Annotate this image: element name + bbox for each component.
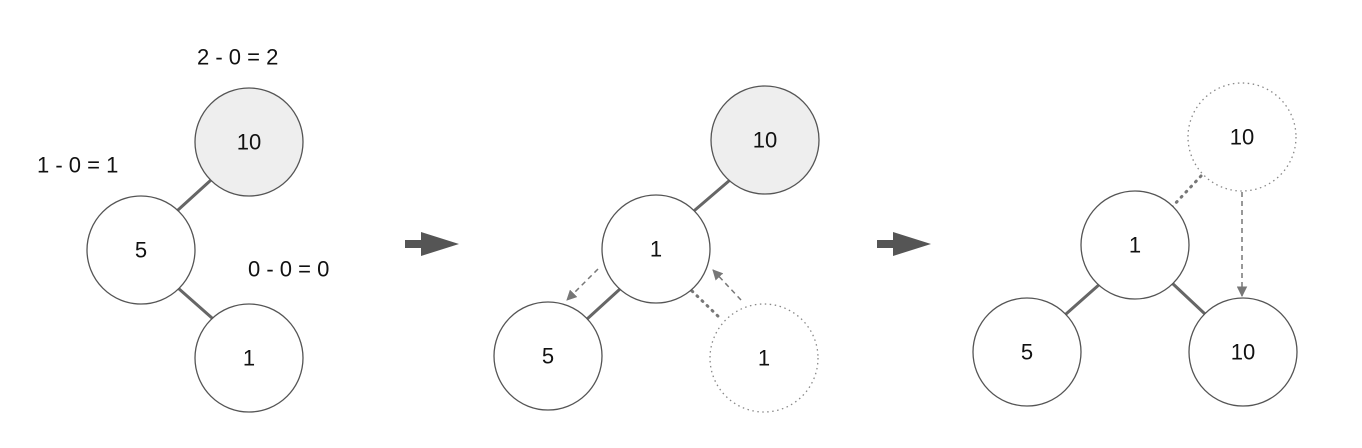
node-value: 1 — [243, 346, 255, 371]
dotted-edge — [690, 289, 724, 322]
edge-10-1 — [693, 178, 732, 212]
edge-1-5 — [584, 287, 622, 322]
ghost-node — [1187, 82, 1297, 192]
balance-label: 0 - 0 = 0 — [248, 257, 329, 282]
step-arrow-icon — [877, 232, 931, 256]
node — [86, 195, 196, 305]
node-highlighted — [710, 85, 820, 195]
node-value: 10 — [753, 128, 777, 153]
move-arrow-up — [712, 269, 742, 301]
node — [601, 194, 711, 304]
step-2-tree: 10 1 5 1 — [493, 85, 820, 413]
node — [194, 303, 304, 413]
node — [1080, 190, 1190, 300]
node-value: 1 — [1129, 233, 1141, 258]
node-value: 5 — [135, 238, 147, 263]
node-value: 10 — [1230, 125, 1254, 150]
node — [972, 297, 1082, 407]
move-arrow-left — [566, 268, 599, 301]
balance-label: 1 - 0 = 1 — [37, 153, 118, 178]
node-value: 1 — [650, 237, 662, 262]
node — [493, 301, 603, 411]
balance-label: 2 - 0 = 2 — [197, 45, 278, 70]
node-value: 5 — [1021, 340, 1033, 365]
node-value: 1 — [758, 346, 770, 371]
edge-1-10 — [1170, 281, 1207, 316]
step-1-tree: 10 5 1 2 - 0 = 2 1 - 0 = 1 0 - 0 = 0 — [37, 45, 329, 413]
step-arrow-icon — [405, 232, 459, 256]
dotted-edge — [1170, 174, 1203, 209]
node-highlighted — [194, 87, 304, 197]
node-value: 5 — [542, 344, 554, 369]
edge-10-5 — [176, 178, 213, 212]
edge-5-1 — [176, 286, 214, 320]
node — [1188, 297, 1298, 407]
node-value: 10 — [237, 130, 261, 155]
step-3-tree: 10 1 5 10 — [972, 82, 1298, 407]
edge-1-5 — [1064, 281, 1103, 316]
node-value: 10 — [1231, 340, 1255, 365]
ghost-node — [709, 303, 819, 413]
